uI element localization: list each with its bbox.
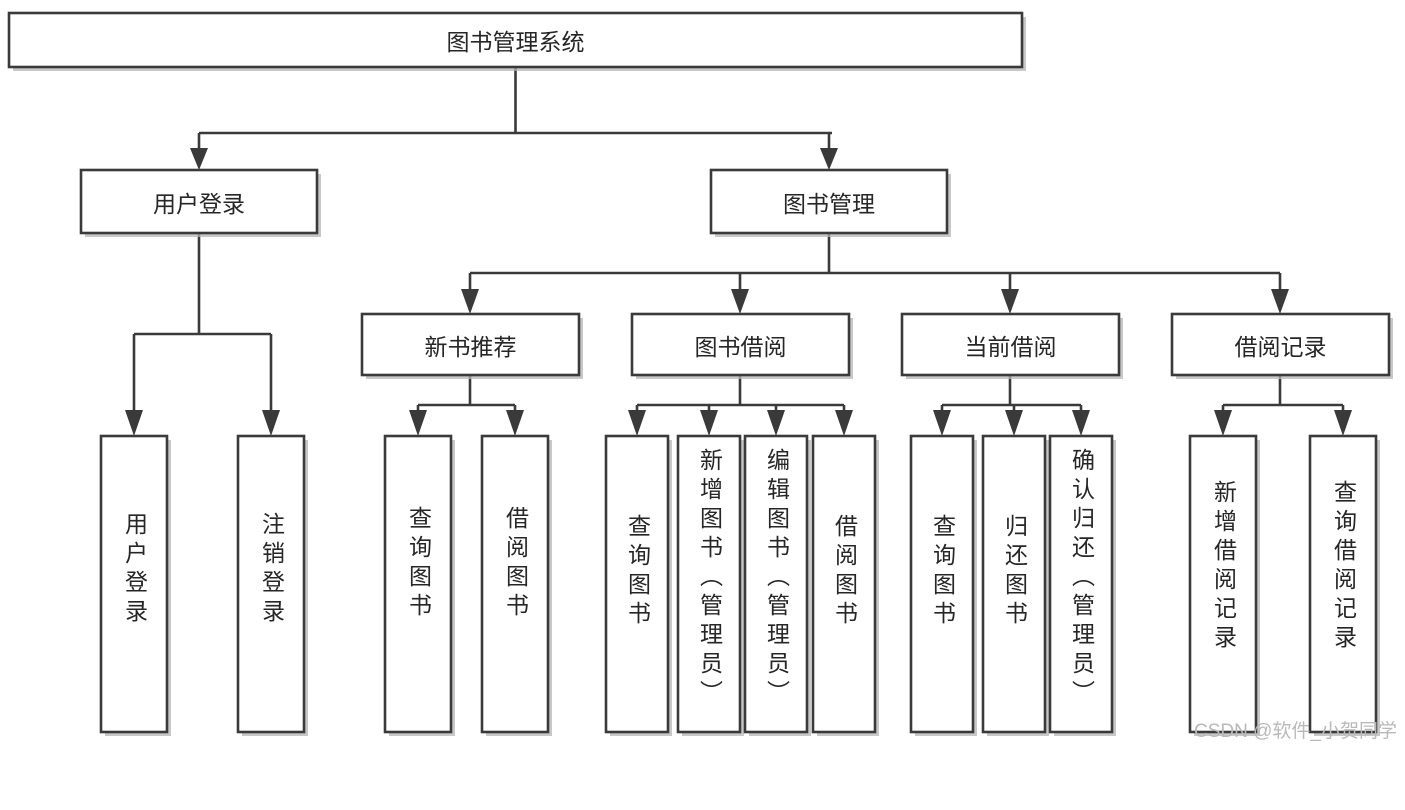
arrow-to-leaf-query-book-1 <box>409 410 427 436</box>
arrow-to-leaf-user-login <box>125 410 143 436</box>
arrow-to-current-borrow <box>1001 289 1019 314</box>
node-leaf-add-borrow-record-box[interactable] <box>1188 434 1258 734</box>
node-leaf-query-book-1-box[interactable] <box>383 434 453 734</box>
node-leaf-return-book-box[interactable] <box>981 434 1047 734</box>
node-leaf-query-book-3-box[interactable] <box>909 434 975 734</box>
arrow-to-leaf-query-book-3 <box>933 410 951 436</box>
node-leaf-add-book-admin-box[interactable] <box>676 434 742 734</box>
node-leaf-confirm-return-admin-box[interactable] <box>1048 434 1114 734</box>
arrow-to-leaf-confirm-return-admin <box>1072 410 1090 436</box>
node-leaf-query-borrow-record-box[interactable] <box>1308 434 1378 734</box>
csdn-watermark: CSDN @软件_小贺同学 <box>1194 721 1397 742</box>
arrow-to-leaf-borrow-book-2 <box>835 410 853 436</box>
arrow-to-leaf-add-book-admin <box>700 410 718 436</box>
arrow-to-new-book-recommend <box>461 289 479 314</box>
arrow-to-leaf-add-borrow-record <box>1214 410 1232 436</box>
arrow-to-leaf-edit-book-admin <box>767 410 785 436</box>
node-book-borrow-box[interactable] <box>630 312 851 377</box>
arrow-root-to-book-manage <box>820 148 838 170</box>
node-leaf-borrow-book-2-box[interactable] <box>811 434 877 734</box>
node-leaf-user-login-box[interactable] <box>99 434 169 734</box>
node-current-borrow-box[interactable] <box>900 312 1121 377</box>
node-layer <box>7 11 1393 736</box>
arrow-to-leaf-user-logout <box>262 410 280 436</box>
arrow-to-book-borrow <box>731 289 749 314</box>
node-leaf-query-book-2-box[interactable] <box>604 434 670 734</box>
node-new-book-recommend-box[interactable] <box>360 312 581 377</box>
node-root-box[interactable] <box>7 11 1024 69</box>
arrow-to-leaf-return-book <box>1005 410 1023 436</box>
arrow-to-leaf-query-borrow-record <box>1334 410 1352 436</box>
arrow-to-borrow-record <box>1271 289 1289 314</box>
tree-diagram-svg <box>7 11 1393 736</box>
node-leaf-edit-book-admin-box[interactable] <box>743 434 809 734</box>
arrow-to-leaf-borrow-book-1 <box>506 410 524 436</box>
node-book-manage-box[interactable] <box>709 168 949 235</box>
arrow-root-to-user-login <box>190 148 208 170</box>
arrow-to-leaf-query-book-2 <box>628 410 646 436</box>
node-leaf-borrow-book-1-box[interactable] <box>480 434 550 734</box>
node-leaf-user-logout-box[interactable] <box>236 434 306 734</box>
node-user-login-box[interactable] <box>79 168 319 235</box>
connector-layer <box>125 67 1352 436</box>
diagram-canvas: 图书管理系统 用户登录 图书管理 新书推荐 图书借阅 当前借阅 借阅记录 用户登… <box>7 11 1397 742</box>
node-borrow-record-box[interactable] <box>1170 312 1391 377</box>
